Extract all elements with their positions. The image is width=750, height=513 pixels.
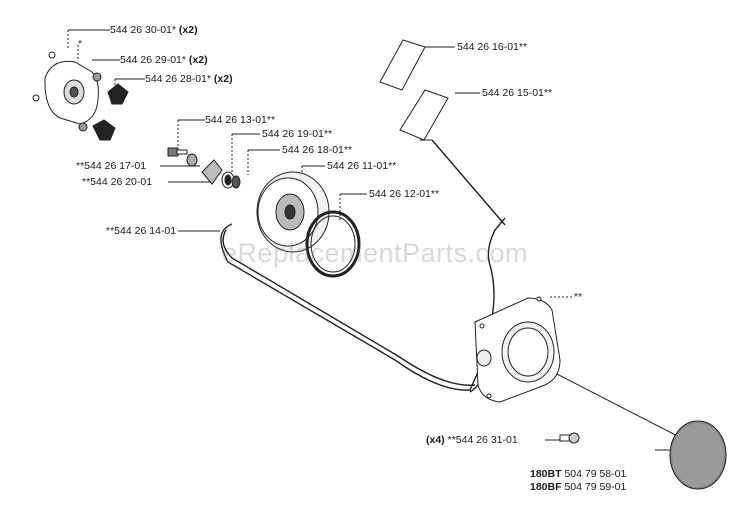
quantity: (x2) (213, 73, 233, 85)
housing-screw (559, 432, 580, 444)
part-label-2: * (78, 38, 83, 50)
part-number: 504 79 58-01 (564, 468, 627, 480)
quantity: (x2) (178, 24, 198, 36)
starter-housing (474, 296, 561, 403)
spring-hub (201, 159, 241, 189)
part-label-17: 180BT 504 79 58-01 (530, 468, 626, 480)
part-number: 544 26 30-01* (110, 24, 176, 36)
cover-plate (44, 60, 99, 125)
center-bolt (167, 147, 198, 167)
part-number: **544 26 31-01 (447, 434, 518, 446)
part-label-12: 544 26 11-01** (327, 160, 397, 172)
part-label-4: 544 26 28-01* (x2) (145, 73, 233, 85)
part-label-11: **544 26 20-01 (82, 176, 153, 188)
part-label-7: 544 26 13-01** (205, 114, 276, 126)
part-number: 504 79 59-01 (564, 481, 627, 493)
part-label-15: ** (574, 291, 583, 303)
starter-rope (220, 139, 506, 393)
part-label-3: 544 26 29-01* (x2) (120, 54, 208, 66)
part-label-5: 544 26 16-01** (457, 41, 528, 53)
quantity: (x4) (426, 434, 445, 446)
part-label-14: **544 26 14-01 (106, 225, 177, 237)
pawl-set (92, 83, 129, 141)
rope-pulley (256, 171, 330, 253)
handle-grip (379, 39, 449, 141)
part-label-6: 544 26 15-01** (482, 87, 553, 99)
part-label-10: 544 26 18-01** (282, 144, 353, 156)
part-number: 544 26 28-01* (145, 73, 211, 85)
part-label-8: 544 26 19-01** (262, 128, 333, 140)
part-label-9: **544 26 17-01 (76, 160, 147, 172)
part-label-16: (x4) **544 26 31-01 (426, 434, 518, 446)
part-label-13: 544 26 12-01** (369, 188, 440, 200)
quantity: (x2) (188, 54, 208, 66)
recoil-spring (305, 210, 361, 278)
part-label-1: 544 26 30-01* (x2) (110, 24, 198, 36)
screw-set (32, 51, 102, 132)
model-name: 180BT (530, 468, 562, 480)
model-name: 180BF (530, 481, 562, 493)
part-number: 544 26 29-01* (120, 54, 186, 66)
decal-disc (669, 420, 727, 490)
part-label-18: 180BF 504 79 59-01 (530, 481, 626, 493)
